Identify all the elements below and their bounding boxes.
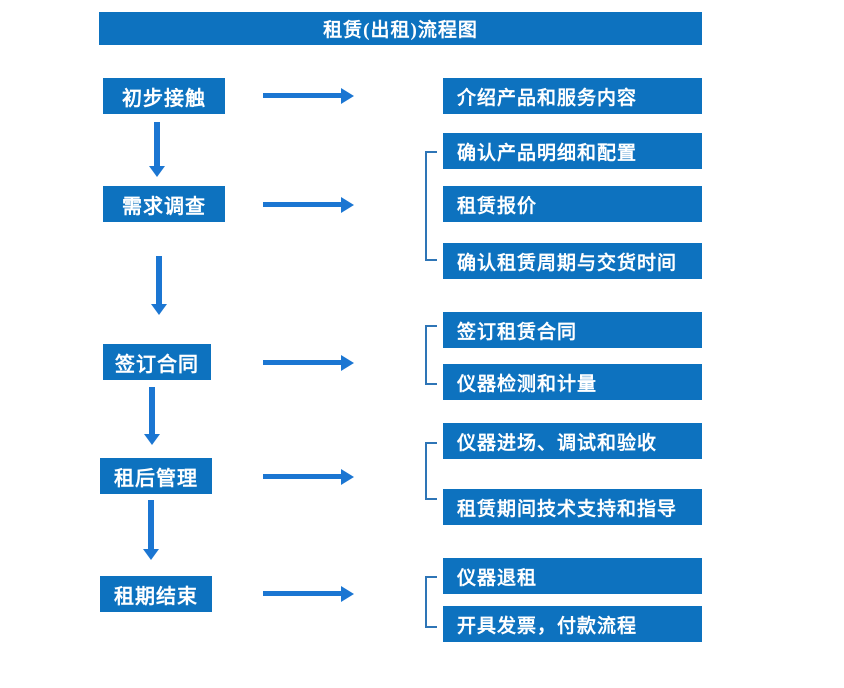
bracket-rental-end-icon <box>425 576 437 628</box>
output-box-rental-quotation: 租赁报价 <box>443 186 702 222</box>
output-box-confirm-product-config: 确认产品明细和配置 <box>443 133 702 169</box>
right-arrow-5-icon <box>263 591 341 596</box>
output-box-tech-support: 租赁期间技术支持和指导 <box>443 489 702 525</box>
step-box-rental-end: 租期结束 <box>100 576 212 612</box>
bracket-demand-survey-icon <box>425 151 437 261</box>
down-arrow-1-icon <box>154 122 160 166</box>
down-arrow-2-icon <box>156 256 162 304</box>
bracket-sign-contract-icon <box>425 325 437 385</box>
output-box-invoice-payment: 开具发票，付款流程 <box>443 606 702 642</box>
output-box-introduce-products: 介绍产品和服务内容 <box>443 78 702 114</box>
right-arrow-1-icon <box>263 93 341 98</box>
step-box-post-rental-mgmt: 租后管理 <box>100 458 212 494</box>
step-box-initial-contact: 初步接触 <box>103 78 225 114</box>
flowchart-title: 租赁(出租)流程图 <box>99 12 702 45</box>
step-box-demand-survey: 需求调查 <box>103 186 225 222</box>
step-box-sign-contract: 签订合同 <box>103 344 211 380</box>
right-arrow-4-icon <box>263 474 341 479</box>
bracket-post-rental-mgmt-icon <box>425 442 437 500</box>
right-arrow-2-icon <box>263 202 341 207</box>
down-arrow-3-icon <box>149 387 155 434</box>
output-box-instrument-return: 仪器退租 <box>443 558 702 594</box>
output-box-sign-rental-contract: 签订租赁合同 <box>443 312 702 348</box>
output-box-instrument-setup: 仪器进场、调试和验收 <box>443 423 702 459</box>
output-box-confirm-rental-period: 确认租赁周期与交货时间 <box>443 243 702 279</box>
right-arrow-3-icon <box>263 360 341 365</box>
down-arrow-4-icon <box>148 500 154 549</box>
output-box-instrument-testing: 仪器检测和计量 <box>443 364 702 400</box>
